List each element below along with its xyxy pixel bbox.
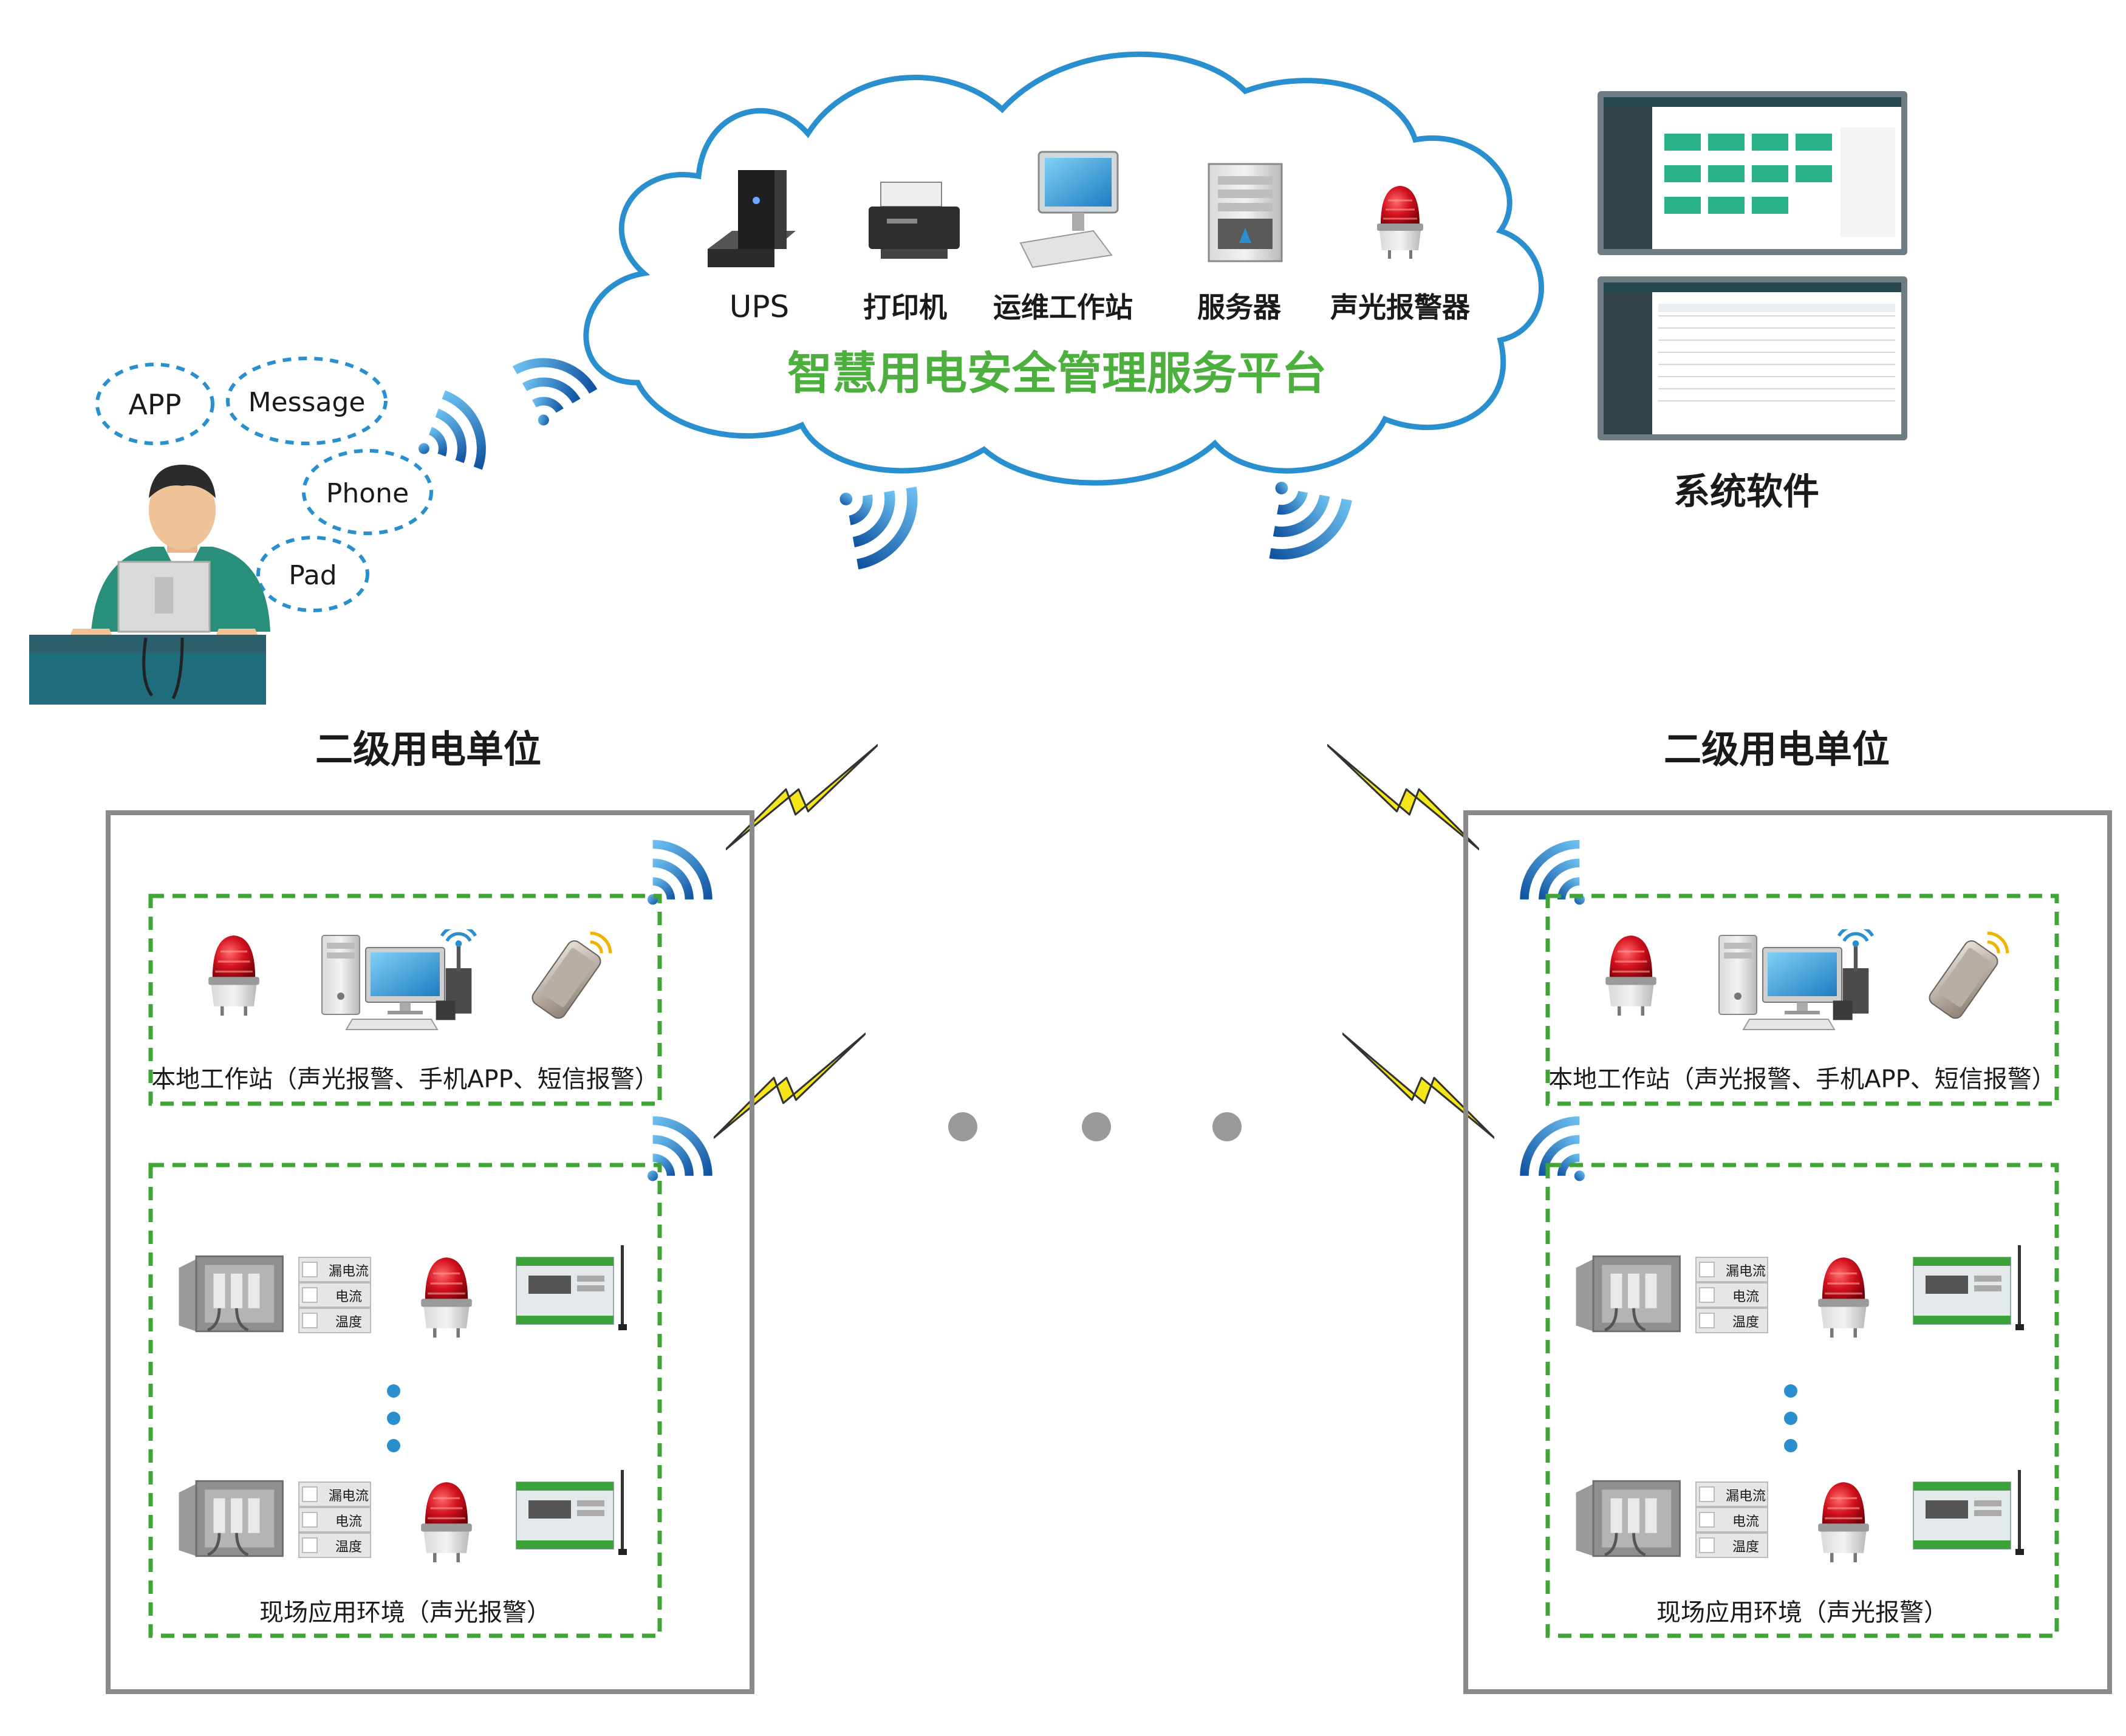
software-screen-dashboard [1598,91,1907,255]
sensor-tag-current: 电流 [1732,1290,1759,1305]
cloud-device-label-beacon: 声光报警器 [1330,291,1471,324]
unit-title: 二级用电单位 [1664,727,1890,771]
wireless-link-bolt-icon [726,744,878,850]
beacon-icon [1817,1256,1870,1339]
software-label: 系统软件 [1673,471,1819,513]
more-devices-dot [387,1384,400,1398]
wireless-link-bolt-icon [1342,1033,1494,1139]
client-bubble-pad [256,536,369,612]
desktop-computer-icon [321,935,445,1030]
sensor-tag-current: 电流 [335,1514,362,1529]
wifi-signal-icon [1520,1116,1585,1181]
client-bubble-app [95,363,214,445]
sensor-tag-leakage: 漏电流 [329,1264,369,1279]
local-workstation-box [148,894,662,1106]
more-devices-dot [387,1412,400,1425]
more-units-dot [948,1112,977,1141]
electrical-cabinet-icon [179,1256,283,1331]
more-devices-dot [1784,1439,1797,1452]
platform-cloud [583,51,1544,486]
monitoring-detector-icon [516,1469,627,1556]
wifi-signal-icon [647,1116,713,1181]
electrical-cabinet-icon [179,1481,283,1556]
desktop-computer-icon [1718,935,1842,1030]
cloud-device-label-workstation: 运维工作站 [993,291,1133,324]
client-bubble-phone [302,449,433,535]
client-label-pad: Pad [289,560,337,591]
monitoring-detector-icon [516,1245,627,1331]
field-caption: 现场应用环境（声光报警） [1656,1599,1948,1627]
beacon-icon [420,1256,473,1339]
sensor-tag-list: 漏电流 电流 温度 [1695,1257,1768,1333]
unit-title: 二级用电单位 [315,727,541,771]
mobile-phone-icon [1927,933,2008,1021]
operator-person-icon [67,465,270,644]
printer-icon [869,182,960,259]
software-screen-table [1598,276,1907,440]
sensor-tag-list: 漏电流 电流 温度 [298,1481,371,1558]
cloud-device-label-printer: 打印机 [863,291,947,324]
electrical-cabinet-icon [1576,1481,1680,1556]
monitoring-detector-icon [1913,1469,2025,1556]
wifi-signal-icon [1263,480,1353,571]
cloud-device-label-ups: UPS [730,289,790,324]
sensor-tag-leakage: 漏电流 [1726,1489,1766,1504]
workstation-caption: 本地工作站（声光报警、手机APP、短信报警） [1548,1065,2056,1093]
monitoring-detector-icon [1913,1245,2025,1331]
sensor-tag-temperature: 温度 [335,1315,362,1330]
operator-desk [29,635,266,705]
wifi-signal-icon [417,388,504,475]
field-environment-box [148,1163,662,1638]
platform-title: 智慧用电安全管理服务平台 [787,347,1327,400]
power-unit-right: 二级用电单位 本地工作站（声光报警、手机APP、短信报警） 漏电流 电流 温度 [1463,727,2112,1694]
client-label-app: APP [129,388,182,421]
sensor-tag-temperature: 温度 [1732,1540,1759,1555]
field-caption: 现场应用环境（声光报警） [259,1599,551,1627]
client-bubble-message [226,357,388,445]
server-icon [1208,163,1283,262]
field-environment-box [1545,1163,2059,1638]
power-unit-left: 二级用电单位 本地工作站（声光报警、手机APP、短信报警） 漏电流 电流 温度 [106,727,754,1694]
wireless-link-bolt-icon [1327,744,1479,850]
beacon-icon [1604,934,1658,1017]
workstation-icon [1019,151,1119,268]
electrical-cabinet-icon [1576,1256,1680,1331]
more-units-dot [1212,1112,1242,1141]
sensor-tag-current: 电流 [1732,1514,1759,1529]
client-label-message: Message [248,387,366,418]
more-units-dot [1082,1112,1111,1141]
more-devices-dot [387,1439,400,1452]
sensor-tag-temperature: 温度 [1732,1315,1759,1330]
beacon-icon [207,934,261,1017]
cloud-device-label-server: 服务器 [1197,291,1282,324]
sensor-tag-list: 漏电流 电流 温度 [298,1257,371,1333]
workstation-caption: 本地工作站（声光报警、手机APP、短信报警） [151,1065,659,1093]
more-devices-dot [1784,1412,1797,1425]
client-label-phone: Phone [326,478,409,509]
mobile-phone-icon [530,933,610,1021]
ups-icon [708,170,796,267]
beacon-icon [420,1481,473,1563]
beacon-icon [1817,1481,1870,1563]
wifi-signal-icon [838,480,929,571]
sensor-tag-leakage: 漏电流 [1726,1264,1766,1279]
more-devices-dot [1784,1384,1797,1398]
sensor-tag-temperature: 温度 [335,1540,362,1555]
sensor-tag-leakage: 漏电流 [329,1489,369,1504]
sensor-tag-current: 电流 [335,1290,362,1305]
local-workstation-box [1545,894,2059,1106]
wireless-link-bolt-icon [714,1033,866,1139]
sensor-tag-list: 漏电流 电流 温度 [1695,1481,1768,1558]
